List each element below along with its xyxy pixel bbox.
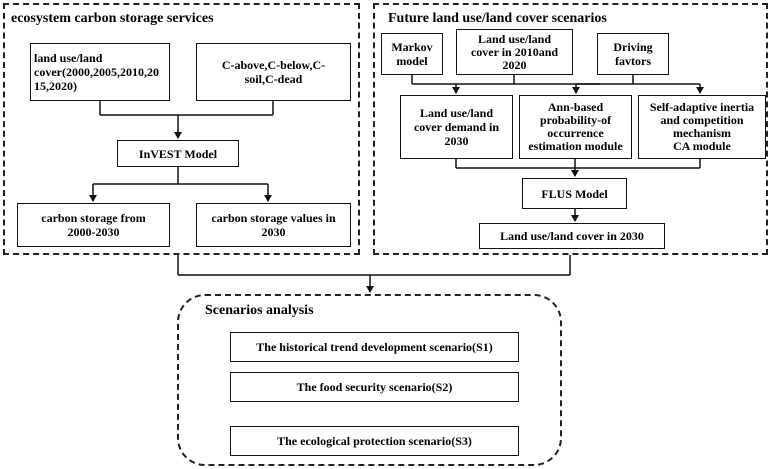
storage-from-line-2: 2000-2030 (67, 225, 120, 239)
scenario-s1-box: The historical trend development scenari… (230, 332, 519, 362)
carbon-pools-text: C-above,C-below,C- soil,C-dead (222, 58, 325, 86)
lulc-2010-line-2: cover in 2010and (470, 44, 559, 59)
demand-line-3: 2030 (444, 134, 469, 148)
lulc-2010-line-3: 2020 (502, 57, 527, 72)
invest-model-label: InVEST Model (138, 146, 218, 161)
ann-line-3: occurrence (547, 126, 604, 140)
ca-line-3: mechanism (672, 126, 731, 140)
driving-line-2: favtors (615, 54, 651, 68)
lulc-2010-text: Land use/land cover in 2010and 2020 (470, 31, 559, 72)
flus-model-box: FLUS Model (522, 178, 627, 209)
demand-line-2: cover demand in (413, 120, 500, 134)
lulc-demand-box: Land use/land cover demand in 2030 (400, 95, 513, 159)
carbon-storage-panel (3, 3, 360, 255)
scenario-s2-label: The food security scenario(S2) (296, 380, 453, 394)
land-use-line-1: land use/land (34, 51, 103, 65)
carbon-pools-line-2: soil,C-dead (244, 72, 303, 86)
storage-values-line-1: carbon storage values in (211, 211, 336, 225)
scenarios-analysis-title: Scenarios analysis (205, 303, 314, 318)
storage-values-text: carbon storage values in 2030 (211, 211, 335, 239)
storage-from-box: carbon storage from 2000-2030 (17, 203, 170, 247)
driving-factors-text: Driving favtors (613, 40, 652, 68)
lulc-2030-label: Land use/land cover in 2030 (500, 229, 644, 243)
demand-line-1: Land use/land (419, 106, 494, 120)
lulc-2010-line-1: Land use/land (477, 31, 552, 46)
scenario-s3-label: The ecological protection scenario(S3) (277, 434, 472, 448)
ca-line-2: and competition (660, 113, 744, 127)
ann-line-1: Ann-based (547, 100, 604, 114)
markov-line-2: model (396, 54, 428, 68)
ca-line-1: Self-adaptive inertia (649, 100, 755, 114)
ann-probability-text: Ann-based probability-of occurrence esti… (528, 101, 622, 153)
storage-from-line-1: carbon storage from (41, 211, 146, 225)
lulc-demand-text: Land use/land cover demand in 2030 (414, 106, 499, 148)
ann-line-2: probability-of (539, 113, 612, 127)
scenarios-analysis-panel (177, 294, 562, 466)
land-use-line-3: 15,2020) (34, 79, 77, 93)
lulc-scenarios-panel-title: Future land use/land cover scenarios (388, 11, 607, 26)
carbon-pools-box: C-above,C-below,C- soil,C-dead (196, 43, 351, 101)
markov-line-1: Markov (391, 40, 433, 54)
scenario-s2-box: The food security scenario(S2) (230, 372, 519, 402)
lulc-scenarios-panel (373, 3, 768, 255)
storage-from-text: carbon storage from 2000-2030 (41, 211, 145, 239)
ann-probability-box: Ann-based probability-of occurrence esti… (519, 95, 632, 159)
carbon-storage-panel-title: ecosystem carbon storage services (11, 11, 214, 26)
land-use-input-text: land use/land cover(2000,2005,2010,20 15… (34, 51, 159, 93)
driving-factors-box: Driving favtors (597, 33, 669, 75)
ca-line-4: CA module (673, 139, 731, 153)
ca-module-text: Self-adaptive inertia and competition me… (650, 101, 754, 153)
markov-model-box: Markov model (381, 33, 443, 75)
storage-values-box: carbon storage values in 2030 (196, 203, 351, 247)
lulc-2030-box: Land use/land cover in 2030 (479, 223, 665, 249)
markov-model-text: Markov model (391, 40, 432, 68)
scenario-s3-box: The ecological protection scenario(S3) (230, 426, 519, 456)
land-use-input-box: land use/land cover(2000,2005,2010,20 15… (30, 43, 170, 101)
invest-model-box: InVEST Model (117, 140, 239, 167)
storage-values-line-2: 2030 (261, 225, 286, 239)
ca-module-box: Self-adaptive inertia and competition me… (638, 95, 766, 159)
ann-line-4: estimation module (528, 139, 623, 153)
lulc-2010-box: Land use/land cover in 2010and 2020 (456, 29, 573, 75)
land-use-line-2: cover(2000,2005,2010,20 (34, 65, 159, 79)
driving-line-1: Driving (613, 40, 653, 54)
carbon-pools-line-1: C-above,C-below,C- (221, 58, 326, 72)
flus-model-label: FLUS Model (541, 186, 608, 201)
scenario-s1-label: The historical trend development scenari… (256, 340, 493, 354)
